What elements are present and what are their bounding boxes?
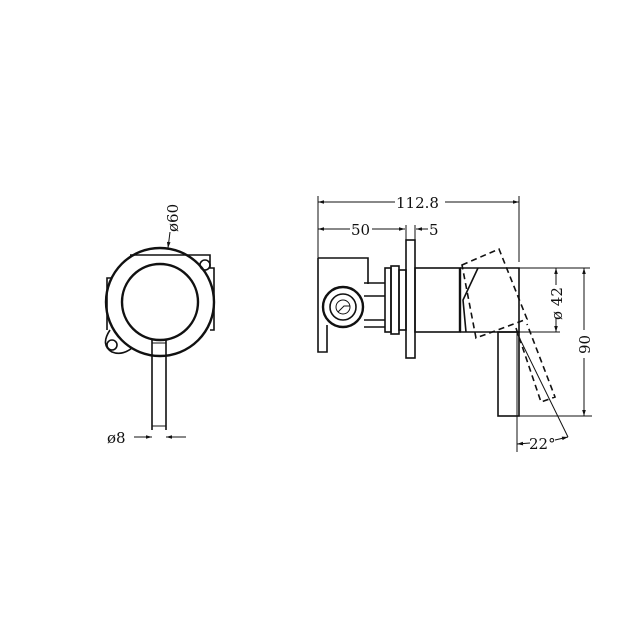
dimension-overall-length: 112.8 bbox=[318, 194, 519, 212]
dimension-rotation-angle: 22° bbox=[516, 435, 569, 453]
threaded-collar bbox=[384, 265, 407, 335]
cover-plate-inner-circle bbox=[120, 262, 200, 342]
plate-thickness-label: 5 bbox=[429, 221, 439, 239]
dimension-height: 90 bbox=[519, 268, 594, 417]
dimension-handle-diameter: ø8 bbox=[107, 429, 186, 447]
overall-length-label: 112.8 bbox=[396, 194, 439, 212]
mixer-body bbox=[414, 267, 461, 333]
body-diameter-label: ø 42 bbox=[548, 287, 566, 320]
dimension-body-diameter: ø 42 bbox=[519, 267, 590, 333]
handle-diameter-label: ø8 bbox=[107, 429, 126, 447]
rotated-handle-outline bbox=[461, 247, 557, 404]
front-view: ø60 ø8 bbox=[104, 204, 216, 447]
dimension-body-depth: 50 bbox=[318, 221, 405, 239]
height-label: 90 bbox=[576, 335, 594, 354]
screw-hole-bottom-left bbox=[106, 339, 118, 351]
wall-bracket bbox=[317, 257, 369, 353]
dimension-plate-diameter: ø60 bbox=[164, 204, 182, 249]
handle-lever-side bbox=[497, 331, 520, 417]
dimension-plate-thickness: 5 bbox=[416, 221, 439, 239]
plate-diameter-label: ø60 bbox=[164, 204, 182, 232]
inlet-connector bbox=[321, 285, 365, 329]
rotation-angle-label: 22° bbox=[529, 435, 556, 453]
side-view: 112.8 50 5 bbox=[317, 194, 594, 453]
cover-plate-side bbox=[405, 239, 416, 359]
cover-plate-outer-circle bbox=[104, 246, 216, 358]
handle-lever bbox=[151, 340, 167, 430]
body-depth-label: 50 bbox=[351, 221, 370, 239]
